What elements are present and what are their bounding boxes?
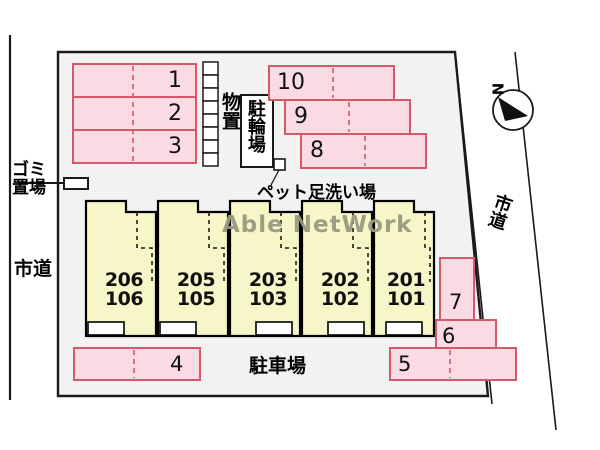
unit-upper-201: 201: [386, 269, 426, 291]
unit-label-201: 201 101: [378, 269, 434, 311]
unit-lower-103: 103: [248, 288, 288, 311]
unit-outline-203-103[interactable]: [228, 199, 302, 338]
unit-upper-205: 205: [176, 269, 216, 291]
parking-group-north: [72, 63, 197, 164]
parking-space-7[interactable]: [439, 257, 475, 323]
unit-label-205: 205 105: [168, 269, 224, 311]
pet-foot-wash-label: ペット足洗い場: [257, 183, 376, 203]
parking-label-5: 5: [398, 352, 412, 376]
parking-label-3: 3: [168, 134, 182, 159]
unit-label-202: 202 102: [312, 269, 368, 311]
unit-lower-102: 102: [320, 288, 360, 311]
unit-upper-206: 206: [104, 269, 144, 291]
unit-upper-202: 202: [320, 269, 360, 291]
unit-lower-101: 101: [386, 288, 426, 311]
parking-label-4: 4: [170, 352, 184, 376]
parking-label-7: 7: [449, 290, 463, 314]
parking-group-northeast: [268, 65, 427, 169]
parking-space-8[interactable]: [300, 133, 427, 169]
unit-lower-106: 106: [104, 288, 144, 311]
unit-outline-205-105[interactable]: [156, 199, 230, 338]
parking-space-5[interactable]: [389, 347, 517, 381]
unit-outline-202-102[interactable]: [300, 199, 374, 338]
garbage-area-label: ゴミ置場: [12, 160, 46, 198]
storage-label: 物置: [219, 92, 241, 130]
unit-label-203: 203 103: [240, 269, 296, 311]
unit-outline-201-101[interactable]: [372, 199, 436, 338]
parking-space-3[interactable]: [72, 129, 197, 164]
watermark-able-network: Able NetWork: [222, 212, 413, 238]
apartment-building: [84, 199, 436, 338]
parking-label-6: 6: [442, 324, 456, 348]
unit-upper-203: 203: [248, 269, 288, 291]
garbage-area-marker[interactable]: [18, 177, 89, 190]
parking-label-9: 9: [294, 104, 308, 129]
parking-label-10: 10: [277, 70, 305, 95]
unit-label-206: 206 106: [96, 269, 152, 311]
parking-label-8: 8: [310, 138, 324, 163]
compass-north-icon: [492, 89, 534, 131]
compass-north-label: N: [489, 82, 508, 96]
pet-foot-wash-marker[interactable]: [270, 158, 286, 186]
storage-lockers: [202, 61, 219, 167]
bicycle-parking-label: 駐輪場: [244, 99, 266, 153]
parking-space-4[interactable]: [73, 347, 201, 381]
city-road-left-label: 市道: [14, 258, 53, 280]
parking-lot-label: 駐車場: [249, 355, 307, 377]
parking-space-2[interactable]: [72, 96, 197, 131]
unit-outline-206-106[interactable]: [84, 199, 158, 338]
bicycle-parking-box[interactable]: [240, 94, 274, 168]
parking-space-10[interactable]: [268, 65, 395, 101]
unit-lower-105: 105: [176, 288, 216, 311]
parking-label-2: 2: [168, 101, 182, 126]
parking-label-1: 1: [168, 68, 182, 93]
